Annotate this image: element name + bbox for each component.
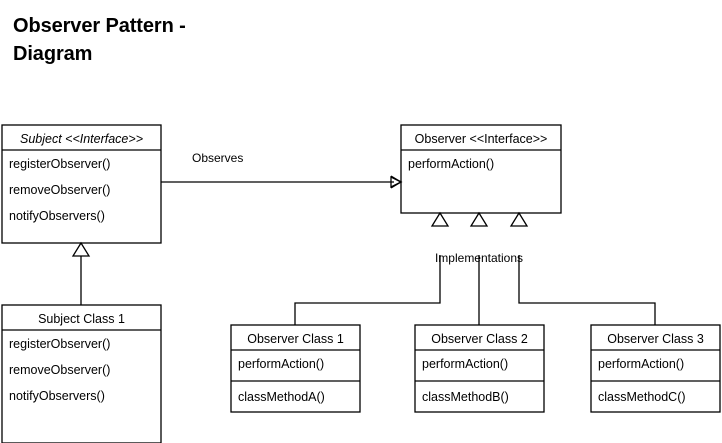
class-title-observer-class-3: Observer Class 3 bbox=[607, 332, 704, 346]
class-title-observer-interface: Observer <<Interface>> bbox=[415, 132, 548, 146]
class-method-removeObserver-impl: removeObserver() bbox=[9, 363, 110, 377]
class-box-observer-class-1[interactable]: Observer Class 1 performAction() classMe… bbox=[230, 324, 361, 413]
class-method-notifyObservers: notifyObservers() bbox=[9, 209, 105, 223]
class-title-observer-class-2: Observer Class 2 bbox=[431, 332, 528, 346]
edge-implementations: Implementations bbox=[294, 211, 656, 325]
class-method-classMethodC: classMethodC() bbox=[598, 390, 686, 404]
edge-label-observes: Observes bbox=[192, 151, 243, 165]
class-method-notifyObservers-impl: notifyObservers() bbox=[9, 389, 105, 403]
class-method-registerObserver: registerObserver() bbox=[9, 157, 110, 171]
edge-observes: Observes bbox=[161, 151, 403, 189]
class-method-classMethodA: classMethodA() bbox=[238, 390, 325, 404]
class-method-performAction-c1: performAction() bbox=[238, 357, 324, 371]
class-title-subject-interface: Subject <<Interface>> bbox=[20, 132, 143, 146]
class-box-observer-interface[interactable]: Observer <<Interface>> performAction() bbox=[400, 124, 562, 214]
class-box-subject-class-1[interactable]: Subject Class 1 registerObserver() remov… bbox=[1, 304, 162, 443]
class-box-subject-interface[interactable]: Subject <<Interface>> registerObserver()… bbox=[1, 124, 162, 244]
class-title-subject-class-1: Subject Class 1 bbox=[38, 312, 125, 326]
class-box-observer-class-3[interactable]: Observer Class 3 performAction() classMe… bbox=[590, 324, 721, 413]
class-method-classMethodB: classMethodB() bbox=[422, 390, 509, 404]
edge-subject-inheritance bbox=[71, 241, 91, 305]
page-title: Observer Pattern - Diagram bbox=[13, 15, 186, 65]
class-method-performAction-c3: performAction() bbox=[598, 357, 684, 371]
class-box-observer-class-2[interactable]: Observer Class 2 performAction() classMe… bbox=[414, 324, 545, 413]
class-method-performAction-interface: performAction() bbox=[408, 157, 494, 171]
edge-label-implementations: Implementations bbox=[435, 251, 523, 265]
class-method-registerObserver-impl: registerObserver() bbox=[9, 337, 110, 351]
class-title-observer-class-1: Observer Class 1 bbox=[247, 332, 344, 346]
class-method-removeObserver: removeObserver() bbox=[9, 183, 110, 197]
class-method-performAction-c2: performAction() bbox=[422, 357, 508, 371]
